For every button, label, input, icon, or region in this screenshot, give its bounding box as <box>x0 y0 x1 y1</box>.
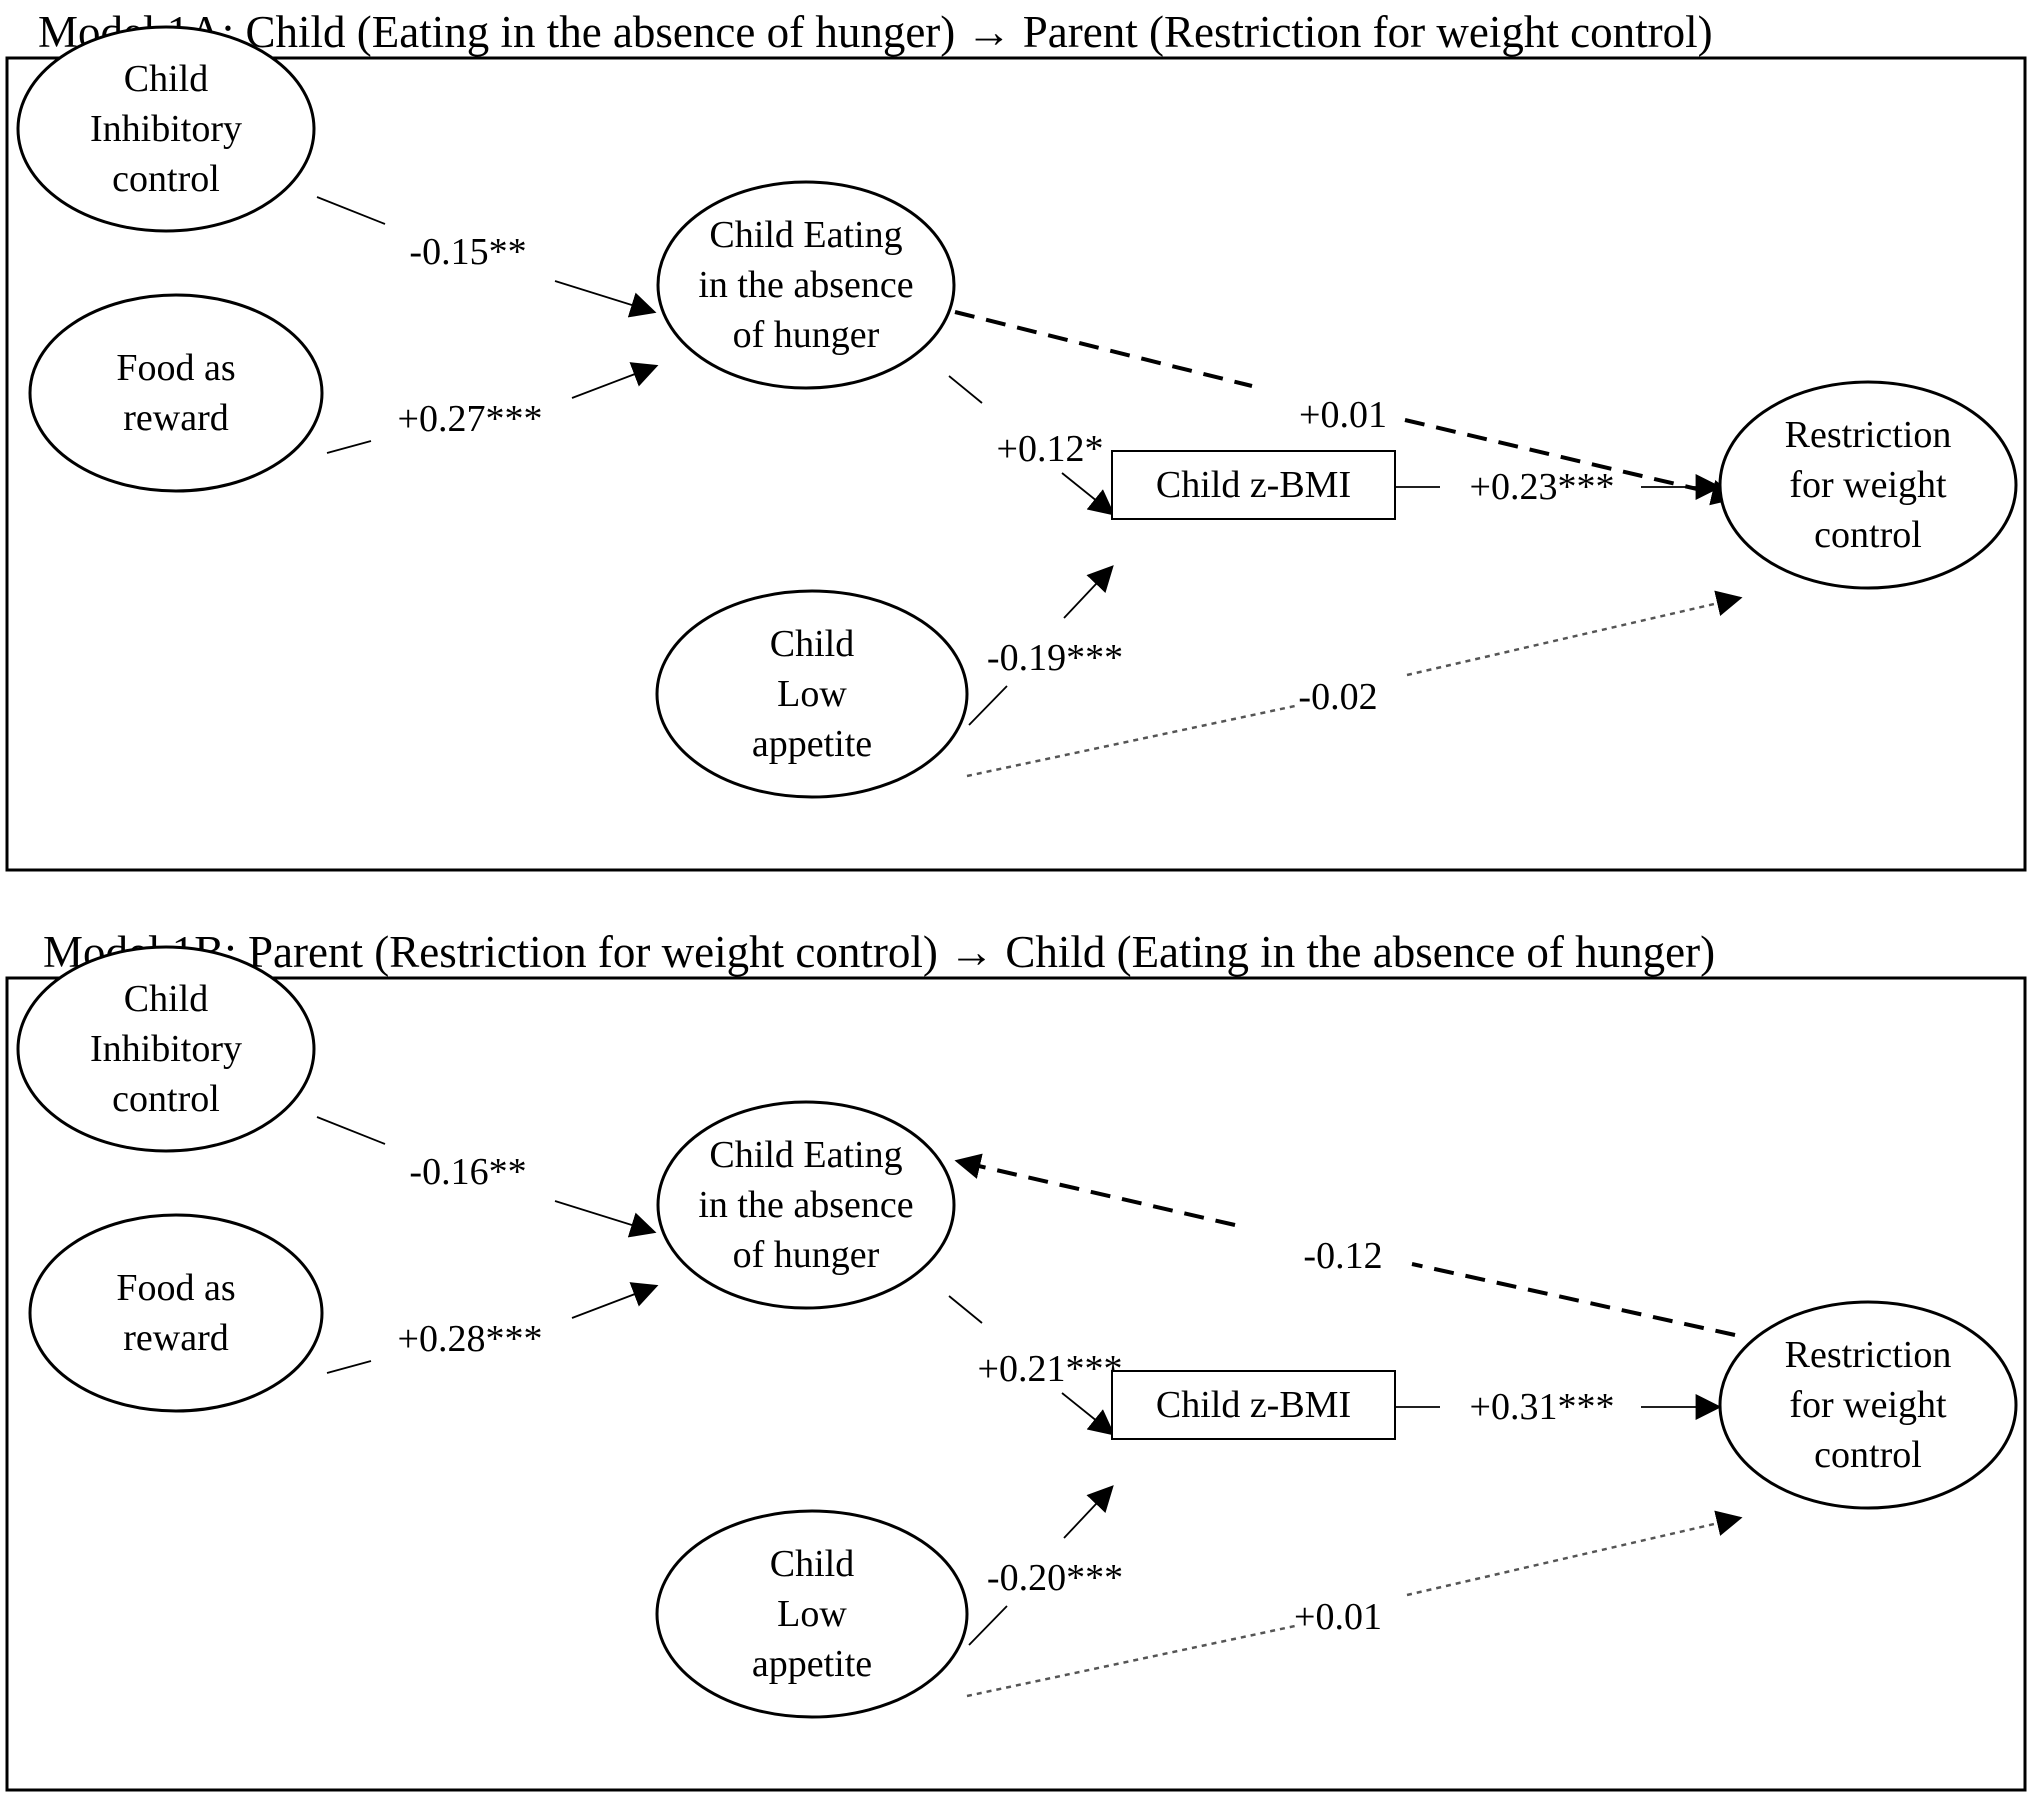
path-cross: -0.12 <box>954 1153 1736 1337</box>
node-restriction: Restriction for weight control <box>1718 380 2018 590</box>
model-panel-1a: Model 1A: Child (Eating in the absence o… <box>5 7 2027 872</box>
path-inhibitory-eah: -0.15** <box>316 196 657 318</box>
node-label-line: Child z-BMI <box>1156 1384 1351 1426</box>
path-appetite-zbmi: -0.19*** <box>968 565 1123 726</box>
path-appetite-zbmi: -0.20*** <box>968 1485 1123 1646</box>
path-coefficient: +0.27*** <box>398 398 543 440</box>
path-zbmi-restriction: +0.31*** <box>1396 1386 1722 1428</box>
node-label-line: control <box>1814 1434 1922 1476</box>
node-label-line: Child <box>770 1543 854 1585</box>
node-label-line: appetite <box>752 1643 872 1685</box>
node-label-line: Child <box>770 623 854 665</box>
path-coefficient: +0.12* <box>997 428 1104 470</box>
panel-frame <box>5 976 2027 1792</box>
path-appetite-restriction: +0.01 <box>966 1510 1743 1698</box>
model-panel-1b: Model 1B: Parent (Restriction for weight… <box>5 927 2027 1792</box>
node-label-line: Child z-BMI <box>1156 464 1351 506</box>
path-coefficient: -0.16** <box>409 1151 526 1193</box>
path-coefficient: -0.15** <box>409 231 526 273</box>
node-label-line: Food as <box>116 1267 235 1309</box>
node-label-line: Food as <box>116 347 235 389</box>
node-label-line: reward <box>123 397 228 439</box>
node-label-line: control <box>1814 514 1922 556</box>
path-coefficient: +0.01 <box>1299 394 1387 436</box>
node-label-line: for weight <box>1789 1384 1947 1426</box>
node-label-line: of hunger <box>733 314 880 356</box>
node-zbmi: Child z-BMI <box>1111 1370 1396 1440</box>
node-label-line: Low <box>777 1593 847 1635</box>
node-label-line: of hunger <box>733 1234 880 1276</box>
node-label-line: control <box>112 1078 220 1120</box>
path-coefficient: -0.20*** <box>987 1557 1123 1599</box>
node-label-line: for weight <box>1789 464 1947 506</box>
node-reward: Food as reward <box>28 293 324 493</box>
node-restriction: Restriction for weight control <box>1718 1300 2018 1510</box>
node-reward: Food as reward <box>28 1213 324 1413</box>
path-coefficient: -0.19*** <box>987 637 1123 679</box>
node-label-line: Restriction <box>1785 414 1952 456</box>
node-label-line: Restriction <box>1785 1334 1952 1376</box>
path-inhibitory-eah: -0.16** <box>316 1116 657 1238</box>
path-coefficient: +0.21*** <box>978 1348 1123 1390</box>
model-title: Model 1A: Child (Eating in the absence o… <box>38 7 1713 57</box>
node-label-line: control <box>112 158 220 200</box>
path-appetite-restriction: -0.02 <box>966 590 1743 778</box>
node-eah: Child Eating in the absence of hunger <box>656 180 956 390</box>
node-eah: Child Eating in the absence of hunger <box>656 1100 956 1310</box>
path-coefficient: -0.12 <box>1303 1235 1382 1277</box>
path-coefficient: +0.23*** <box>1470 466 1615 508</box>
panel-frame <box>5 56 2027 872</box>
path-zbmi-restriction: +0.23*** <box>1396 466 1722 508</box>
node-label-line: Inhibitory <box>90 1028 242 1070</box>
node-label-line: Child <box>124 58 208 100</box>
node-label-line: in the absence <box>698 264 913 306</box>
node-label-line: Inhibitory <box>90 108 242 150</box>
path-reward-eah: +0.28*** <box>326 1282 659 1374</box>
path-coefficient: -0.02 <box>1298 676 1377 718</box>
node-label-line: Child <box>124 978 208 1020</box>
node-label-line: Low <box>777 673 847 715</box>
path-coefficient: +0.31*** <box>1470 1386 1615 1428</box>
node-label-line: Child Eating <box>709 1134 902 1176</box>
node-label-line: appetite <box>752 723 872 765</box>
path-coefficient: +0.28*** <box>398 1318 543 1360</box>
path-reward-eah: +0.27*** <box>326 362 659 454</box>
node-label-line: Child Eating <box>709 214 902 256</box>
path-eah-zbmi: +0.21*** <box>948 1295 1123 1436</box>
path-cross: +0.01 <box>954 310 1738 506</box>
node-zbmi: Child z-BMI <box>1111 450 1396 520</box>
model-title: Model 1B: Parent (Restriction for weight… <box>43 927 1715 977</box>
node-label-line: reward <box>123 1317 228 1359</box>
node-label-line: in the absence <box>698 1184 913 1226</box>
path-eah-zbmi: +0.12* <box>948 375 1116 516</box>
path-coefficient: +0.01 <box>1294 1596 1382 1638</box>
